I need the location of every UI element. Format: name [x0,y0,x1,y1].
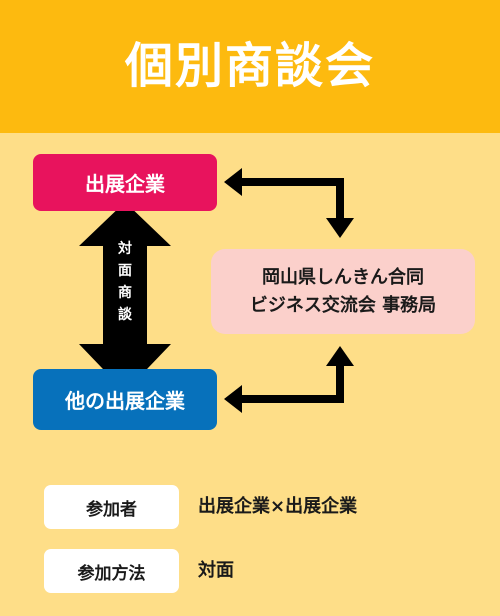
header-banner [0,0,500,133]
office-box: 岡山県しんきん合同 ビジネス交流会 事務局 [211,249,475,334]
office-to-other-exhibitor-arrow [224,346,354,413]
face-to-face-label: 対面商談 [118,241,132,323]
exhibitor-label: 出展企業 [85,172,165,196]
participants-label: 参加者 [44,485,179,529]
method-value: 対面 [198,560,234,581]
participants-value: 出展企業×出展企業 [198,496,358,517]
other-exhibitor-box: 他の出展企業 [33,369,217,430]
face-to-face-double-arrow [79,202,171,392]
page-title: 個別商談会 [124,38,375,94]
exhibitor-box: 出展企業 [33,154,217,211]
office-line-2: ビジネス交流会 事務局 [249,294,437,316]
other-exhibitor-label: 他の出展企業 [65,389,185,413]
office-line-1: 岡山県しんきん合同 [262,266,424,288]
office-to-exhibitor-arrow [224,168,354,238]
method-label: 参加方法 [44,549,179,593]
